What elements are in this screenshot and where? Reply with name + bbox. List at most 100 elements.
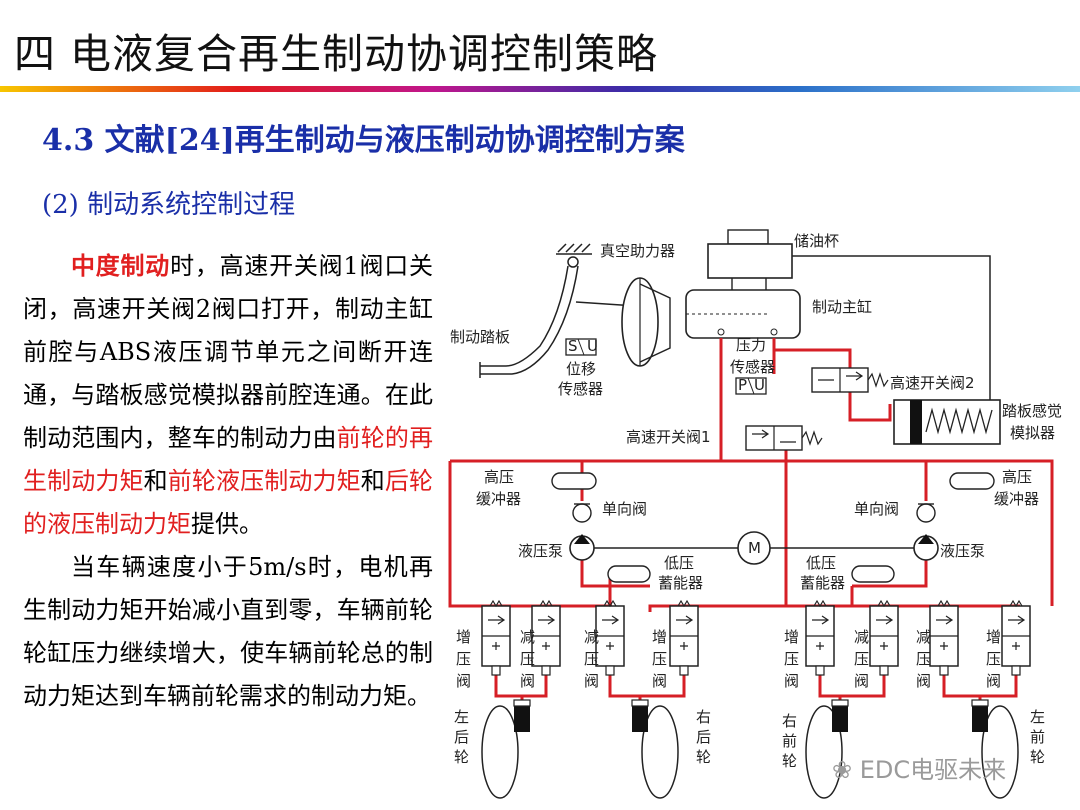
valve-inc-lr <box>481 600 511 676</box>
svg-text:增: 增 <box>986 628 1001 646</box>
label-pump-left: 液压泵 <box>518 542 563 560</box>
svg-text:阀: 阀 <box>784 672 799 690</box>
svg-text:减: 减 <box>854 628 869 646</box>
svg-text:压: 压 <box>520 650 535 668</box>
valve-dec-rr <box>595 600 625 676</box>
high-speed-valve-1 <box>745 425 823 451</box>
svg-text:增: 增 <box>652 628 667 646</box>
reservoir <box>707 229 793 290</box>
hp-accumulator-right <box>949 472 995 490</box>
svg-text:前: 前 <box>782 732 797 750</box>
label-master-cylinder: 制动主缸 <box>812 298 872 316</box>
svg-text:压: 压 <box>854 650 869 668</box>
motor-label: M <box>748 539 761 557</box>
subsection-heading: (2) 制动系统控制过程 <box>42 190 296 220</box>
svg-text:阀: 阀 <box>456 672 471 690</box>
svg-text:压: 压 <box>784 650 799 668</box>
brake-pedal <box>479 243 637 378</box>
svg-text:减: 减 <box>916 628 931 646</box>
svg-text:轮: 轮 <box>782 752 797 770</box>
label-brake-pedal: 制动踏板 <box>450 328 510 346</box>
paragraph-moderate-braking: 中度制动时，高速开关阀1阀口关闭，高速开关阀2阀口打开，制动主缸前腔与ABS液压… <box>23 244 433 546</box>
label-lp-acc-left-1: 低压 <box>664 554 694 572</box>
valve-inc-rr <box>669 600 699 676</box>
svg-text:阀: 阀 <box>652 672 667 690</box>
svg-text:压: 压 <box>986 650 1001 668</box>
svg-text:前: 前 <box>1030 728 1045 746</box>
sensor-s-label: S <box>568 337 578 355</box>
valve-dec-lr <box>531 600 561 676</box>
paragraph-run: 提供。 <box>191 510 263 538</box>
pump-right <box>913 534 939 561</box>
sensor-p-label: P <box>738 376 747 394</box>
svg-text:左: 左 <box>454 708 469 726</box>
label-lp-acc-right-2: 蓄能器 <box>800 574 845 592</box>
watermark: ❀ EDC电驱未来 <box>832 750 1006 785</box>
paragraph-low-speed: 当车辆速度小于5m/s时，电机再生制动力矩开始减小直到零，车辆前轮轮缸压力继续增… <box>23 553 433 710</box>
label-disp-sensor-1: 位移 <box>566 360 596 378</box>
valve-dec-lf <box>929 600 959 676</box>
valve-dec-rf <box>869 600 899 676</box>
highlighted-phrase: 中度制动 <box>71 251 171 280</box>
highlighted-phrase: 后轮的液压制动力矩 <box>23 467 433 538</box>
label-hsv1: 高速开关阀1 <box>626 428 711 446</box>
label-check-valve-right: 单向阀 <box>854 500 899 518</box>
label-hp-acc-left-1: 高压 <box>484 468 514 486</box>
label-reservoir: 储油杯 <box>794 232 839 250</box>
svg-text:后: 后 <box>696 728 711 746</box>
check-valve-left <box>572 503 592 523</box>
svg-text:压: 压 <box>916 650 931 668</box>
body-text: 中度制动时，高速开关阀1阀口关闭，高速开关阀2阀口打开，制动主缸前腔与ABS液压… <box>23 244 433 718</box>
sensor-u-label: U <box>587 337 598 355</box>
label-hsv2: 高速开关阀2 <box>890 374 975 392</box>
svg-text:压: 压 <box>652 650 667 668</box>
svg-text:右: 右 <box>782 712 797 730</box>
svg-text:阀: 阀 <box>986 672 1001 690</box>
label-press-sensor-2: 传感器 <box>730 358 775 376</box>
svg-text:轮: 轮 <box>696 748 711 766</box>
sensor-u2-label: U <box>754 376 765 394</box>
pump-left <box>569 534 595 561</box>
svg-text:轮: 轮 <box>1030 748 1045 766</box>
svg-text:减: 减 <box>584 628 599 646</box>
valve-inc-lf <box>1001 600 1031 676</box>
lp-accumulator-right <box>851 565 895 583</box>
paragraph-run: 和 <box>143 467 168 495</box>
svg-text:后: 后 <box>454 728 469 746</box>
label-vacuum-booster: 真空助力器 <box>600 242 675 260</box>
highlighted-phrase: 前轮液压制动力矩 <box>167 467 361 495</box>
wheel-right-rear <box>631 699 679 799</box>
label-check-valve-left: 单向阀 <box>602 500 647 518</box>
label-pedal-sim-1: 踏板感觉 <box>1002 402 1062 420</box>
slide-title: 四 电液复合再生制动协调控制策略 <box>14 30 659 78</box>
label-pedal-sim-2: 模拟器 <box>1010 424 1055 442</box>
label-hp-acc-right-2: 缓冲器 <box>994 490 1039 508</box>
pump-motor: M <box>737 531 771 565</box>
label-lp-acc-left-2: 蓄能器 <box>658 574 703 592</box>
pedal-feel-simulator <box>893 399 1001 445</box>
brake-system-diagram: S U <box>448 229 1062 799</box>
wechat-icon: ❀ <box>832 756 853 784</box>
label-press-sensor-1: 压力 <box>736 336 766 354</box>
svg-text:阀: 阀 <box>854 672 869 690</box>
label-hp-acc-left-2: 缓冲器 <box>476 490 521 508</box>
title-divider <box>0 86 1080 92</box>
label-pump-right: 液压泵 <box>940 542 985 560</box>
watermark-text: EDC电驱未来 <box>859 756 1007 784</box>
svg-text:增: 增 <box>784 628 799 646</box>
valve-labels: 增压阀 减压阀 减压阀 增压阀 增压阀 减压阀 减压阀 增压阀 <box>456 628 1001 690</box>
lp-accumulator-left <box>607 565 651 583</box>
svg-text:压: 压 <box>456 650 471 668</box>
svg-text:压: 压 <box>584 650 599 668</box>
label-disp-sensor-2: 传感器 <box>558 380 603 398</box>
check-valve-right <box>916 503 936 523</box>
paragraph-run: 时，高速开关阀1阀口关闭，高速开关阀2阀口打开，制动主缸前腔与ABS液压调节单元… <box>23 252 433 452</box>
svg-text:左: 左 <box>1030 708 1045 726</box>
highlighted-phrase: 前轮的再生制动力矩 <box>23 424 433 495</box>
svg-text:右: 右 <box>696 708 711 726</box>
wheel-left-rear <box>481 699 531 799</box>
valve-inc-rf <box>805 600 835 676</box>
svg-text:阀: 阀 <box>520 672 535 690</box>
svg-text:阀: 阀 <box>584 672 599 690</box>
svg-text:轮: 轮 <box>454 748 469 766</box>
